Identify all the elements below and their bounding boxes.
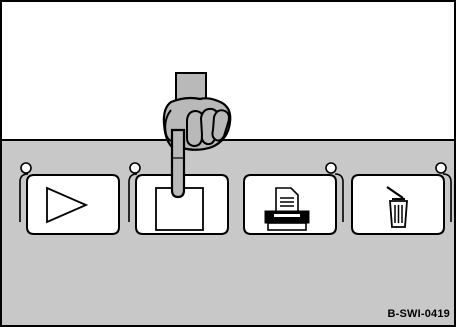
delete-button[interactable]: [352, 174, 451, 234]
print-button[interactable]: [244, 174, 343, 234]
figure-reference-code: B-SWI-0419: [387, 308, 450, 320]
indicator-led: [130, 163, 140, 173]
indicator-led: [326, 163, 336, 173]
play-button[interactable]: [20, 174, 119, 234]
indicator-led: [21, 163, 31, 173]
indicator-led: [436, 163, 446, 173]
